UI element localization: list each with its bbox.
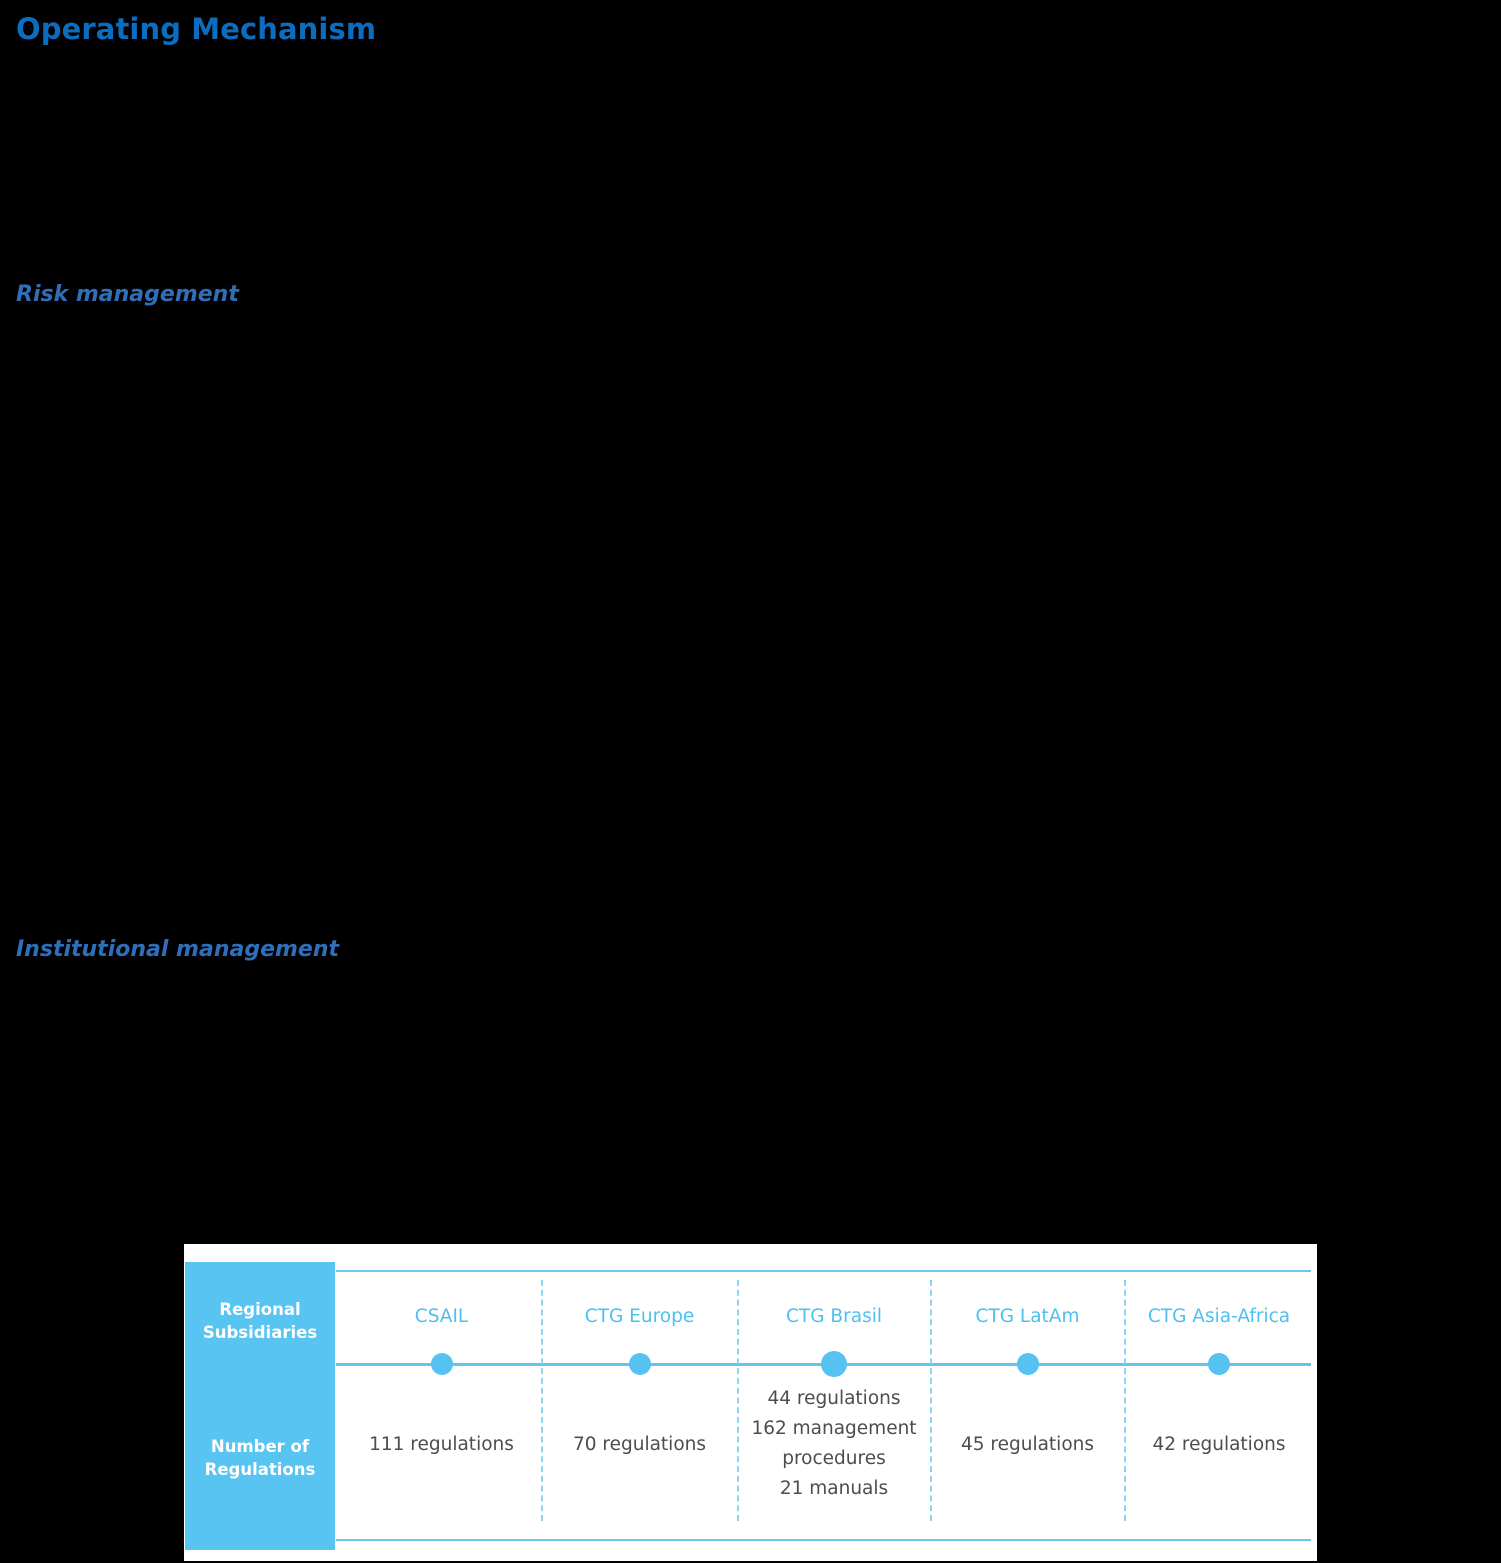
column-divider-1: [541, 1280, 543, 1521]
column-header-label: CTG Brasil: [786, 1306, 882, 1327]
column-header-label: CTG Europe: [584, 1306, 695, 1327]
table-column-ctg-asia-africa[interactable]: CTG Asia-Africa 42 regulations: [1126, 1244, 1312, 1561]
table-column-ctg-latam[interactable]: CTG LatAm 45 regulations: [932, 1244, 1123, 1561]
row-label-line-1: Number of: [210, 1437, 310, 1456]
column-value: 70 regulations: [572, 1434, 707, 1455]
column-value: procedures: [782, 1447, 886, 1469]
column-marker-dot-icon: [1208, 1353, 1230, 1375]
column-body: 70 regulations: [543, 1430, 736, 1460]
page-title: Operating Mechanism: [16, 12, 377, 46]
section-heading-risk-management: Risk management: [16, 282, 239, 307]
column-divider-3: [930, 1280, 932, 1521]
table-label-column: Regional Subsidiaries Number of Regulati…: [185, 1262, 335, 1550]
column-value: 45 regulations: [960, 1434, 1095, 1455]
column-marker-dot-icon: [430, 1353, 453, 1375]
table-rule-bottom: [336, 1539, 1311, 1541]
column-marker-dot-icon: [628, 1353, 651, 1375]
column-header-label: CTG Asia-Africa: [1147, 1306, 1291, 1327]
column-divider-4: [1124, 1280, 1126, 1521]
column-header-label: CSAIL: [414, 1306, 469, 1327]
column-value: 42 regulations: [1152, 1434, 1286, 1455]
column-value: 162 management: [751, 1417, 917, 1439]
row-label-number-of-regulations: Number of Regulations: [185, 1435, 335, 1482]
row-label-line-2: Regulations: [204, 1460, 316, 1480]
row-label-line-2: Subsidiaries: [202, 1323, 318, 1343]
column-value: 111 regulations: [369, 1434, 514, 1455]
column-value: 21 manuals: [779, 1477, 889, 1499]
column-value: 44 regulations: [767, 1388, 901, 1409]
column-marker-dot-icon: [1016, 1353, 1039, 1375]
section-heading-institutional-management: Institutional management: [16, 937, 340, 962]
regional-subsidiaries-table: Regional Subsidiaries Number of Regulati…: [184, 1244, 1317, 1561]
table-column-csail[interactable]: CSAIL 111 regulations: [344, 1244, 539, 1561]
table-column-ctg-europe[interactable]: CTG Europe 70 regulations: [543, 1244, 736, 1561]
table-column-ctg-brasil[interactable]: CTG Brasil 44 regulations 162 management…: [739, 1244, 929, 1561]
column-divider-2: [737, 1280, 739, 1521]
row-label-line-1: Regional: [219, 1300, 301, 1319]
column-header-label: CTG LatAm: [975, 1306, 1080, 1327]
column-body: 44 regulations 162 management procedures…: [739, 1384, 929, 1504]
column-marker-dot-icon: [821, 1351, 847, 1377]
column-body: 111 regulations: [344, 1430, 539, 1460]
table-rule-top: [336, 1270, 1311, 1272]
column-body: 42 regulations: [1126, 1430, 1312, 1460]
row-label-regional-subsidiaries: Regional Subsidiaries: [185, 1298, 335, 1345]
column-body: 45 regulations: [932, 1430, 1123, 1460]
